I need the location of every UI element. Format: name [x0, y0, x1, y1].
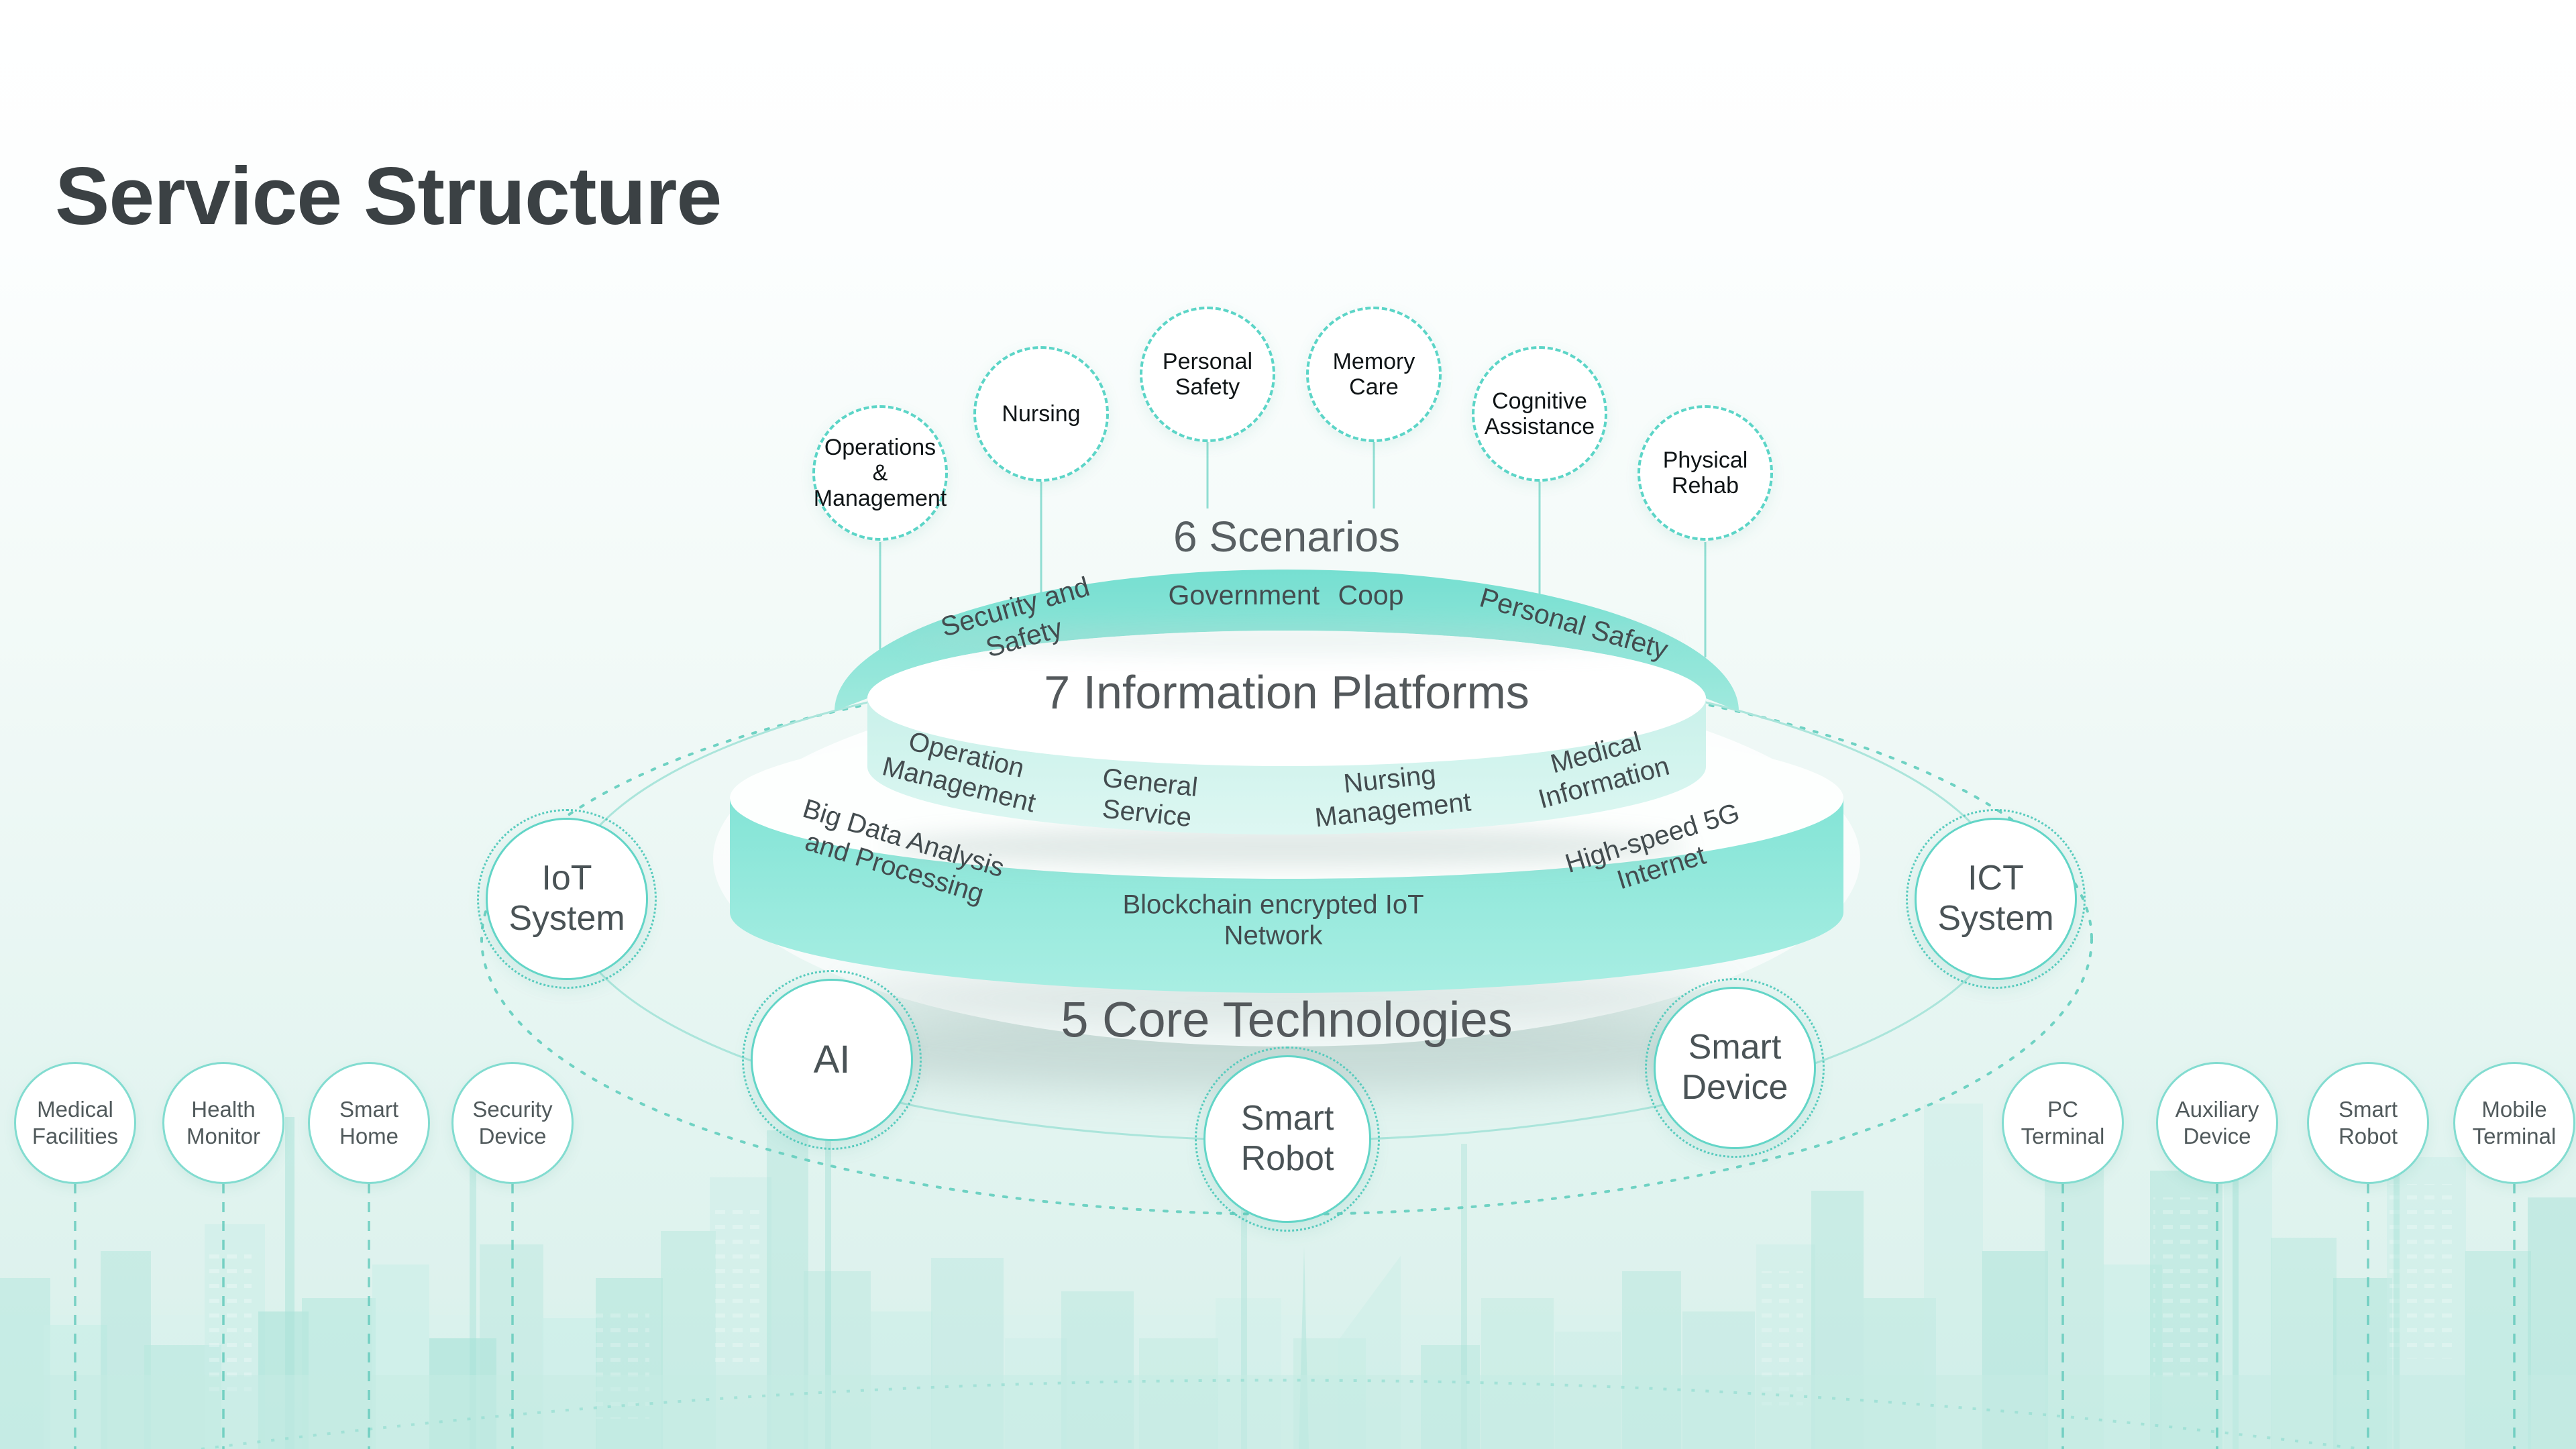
- scenario-connectors: [879, 441, 1707, 657]
- scenario-label: Physical Rehab: [1662, 447, 1748, 498]
- device-health-monitor: Health Monitor: [162, 1062, 284, 1184]
- scenarios-heading: 6 Scenarios: [1173, 513, 1400, 561]
- scenario-circle-memory-care: Memory Care: [1306, 307, 1442, 442]
- device-label: Medical Facilities: [32, 1097, 119, 1148]
- device-label: Auxiliary Device: [2175, 1097, 2259, 1148]
- device-label: PC Terminal: [2021, 1097, 2105, 1148]
- node-label: Smart Robot: [1240, 1099, 1334, 1178]
- device-medical-facilities: Medical Facilities: [14, 1062, 136, 1184]
- scenario-circle-cognitive-assistance: Cognitive Assistance: [1472, 346, 1607, 482]
- device-security-device: Security Device: [451, 1062, 574, 1184]
- device-auxiliary-device: Auxiliary Device: [2156, 1062, 2278, 1184]
- node-iot-system: IoT System: [477, 809, 657, 989]
- platform-ring-front: [867, 698, 1706, 835]
- node-label: IoT System: [508, 859, 625, 938]
- scenario-label: Personal Safety: [1162, 348, 1253, 400]
- device-label: Mobile Terminal: [2472, 1097, 2557, 1148]
- scenario-circle-personal-safety: Personal Safety: [1140, 307, 1275, 442]
- node-smart-robot: Smart Robot: [1195, 1046, 1380, 1232]
- device-drop-lines: [74, 1183, 2516, 1449]
- tech-ring-band: [730, 798, 1843, 993]
- device-label: Smart Robot: [2338, 1097, 2398, 1148]
- node-smart-device: Smart Device: [1645, 978, 1825, 1158]
- device-label: Smart Home: [339, 1097, 399, 1148]
- platform-ring-hole: [867, 631, 1706, 766]
- scenario-circle-nursing: Nursing: [973, 346, 1109, 482]
- device-label: Health Monitor: [186, 1097, 261, 1148]
- device-smart-robot: Smart Robot: [2307, 1062, 2429, 1184]
- device-mobile-terminal: Mobile Terminal: [2453, 1062, 2575, 1184]
- platform-label-government-coop: Government Coop: [1168, 580, 1404, 611]
- cityscape-decoration: [0, 1063, 2576, 1449]
- platform-band-shadow: [884, 825, 1689, 868]
- scenario-label: Cognitive Assistance: [1484, 388, 1595, 439]
- technologies-heading: 5 Core Technologies: [1061, 991, 1513, 1048]
- node-ai: AI: [742, 970, 922, 1150]
- node-label: Smart Device: [1681, 1028, 1788, 1107]
- platform-ring-back: [835, 570, 1739, 711]
- node-label: ICT System: [1937, 859, 2054, 938]
- page-title: Service Structure: [55, 150, 722, 241]
- hole-inner-shadow: [898, 623, 1676, 655]
- node-ict-system: ICT System: [1906, 809, 2086, 989]
- node-label: AI: [813, 1037, 851, 1081]
- scenario-label: Memory Care: [1332, 348, 1415, 400]
- device-smart-home: Smart Home: [308, 1062, 430, 1184]
- device-pc-terminal: PC Terminal: [2002, 1062, 2124, 1184]
- ring-stack: [713, 570, 1860, 1093]
- platforms-heading: 7 Information Platforms: [1044, 666, 1529, 718]
- tech-label-blockchain-iot: Blockchain encrypted IoT Network: [1122, 890, 1424, 951]
- scenario-circle-operations-management: Operations & Management: [812, 405, 948, 541]
- device-label: Security Device: [472, 1097, 553, 1148]
- scenario-label: Operations & Management: [813, 434, 947, 512]
- scenario-circle-physical-rehab: Physical Rehab: [1638, 405, 1773, 541]
- scenario-label: Nursing: [1002, 400, 1081, 427]
- platform-label-general-service: General Service: [1100, 763, 1199, 833]
